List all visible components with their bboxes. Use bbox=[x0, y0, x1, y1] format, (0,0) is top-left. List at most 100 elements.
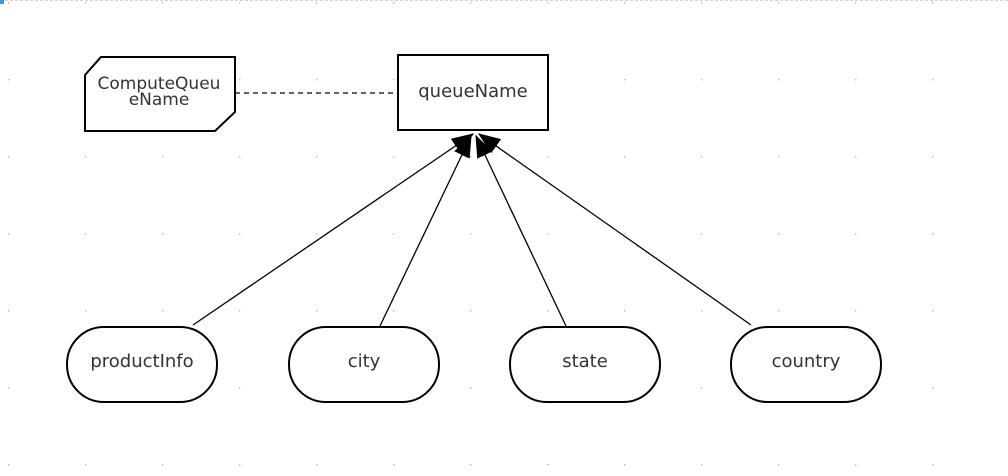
grid-dot bbox=[85, 156, 87, 158]
grid-dot bbox=[316, 233, 318, 235]
grid-dot bbox=[470, 387, 472, 389]
grid-dot bbox=[778, 464, 780, 466]
input-node-label: state bbox=[562, 351, 608, 372]
grid-dot bbox=[85, 310, 87, 312]
connector-city-to-queuename[interactable] bbox=[379, 136, 471, 327]
grid-dot bbox=[932, 2, 934, 4]
input-node-label: productInfo bbox=[90, 351, 193, 372]
grid-dot bbox=[393, 156, 395, 158]
grid-dot bbox=[393, 79, 395, 81]
grid-dot bbox=[778, 79, 780, 81]
grid-dot bbox=[932, 156, 934, 158]
target-node-label: queueName bbox=[418, 81, 528, 102]
grid-dot bbox=[547, 156, 549, 158]
grid-dot bbox=[932, 310, 934, 312]
grid-dot bbox=[316, 156, 318, 158]
input-node-label: country bbox=[772, 351, 841, 372]
input-node-productinfo[interactable]: productInfo bbox=[66, 326, 218, 403]
grid-dot bbox=[239, 79, 241, 81]
grid-dot bbox=[162, 310, 164, 312]
grid-dot bbox=[855, 2, 857, 4]
grid-dot bbox=[162, 464, 164, 466]
grid-dot bbox=[932, 79, 934, 81]
grid-dot bbox=[316, 79, 318, 81]
grid-dot bbox=[701, 79, 703, 81]
grid-dot bbox=[8, 79, 10, 81]
grid-dot bbox=[701, 233, 703, 235]
source-node-label-line1: ComputeQueu bbox=[98, 74, 221, 94]
grid-dot bbox=[932, 387, 934, 389]
grid-dot bbox=[624, 156, 626, 158]
grid-dot bbox=[393, 310, 395, 312]
connector-country-to-queuename[interactable] bbox=[479, 134, 752, 326]
grid-dot bbox=[701, 156, 703, 158]
grid-dot bbox=[393, 2, 395, 4]
grid-dot bbox=[778, 2, 780, 4]
grid-dot bbox=[470, 310, 472, 312]
grid-dot bbox=[855, 79, 857, 81]
grid-dot bbox=[8, 464, 10, 466]
grid-dot bbox=[8, 2, 10, 4]
input-node-city[interactable]: city bbox=[288, 326, 440, 403]
grid-dot bbox=[624, 464, 626, 466]
grid-dot bbox=[470, 464, 472, 466]
grid-dot bbox=[778, 310, 780, 312]
source-node-compute-queue-name[interactable]: ComputeQueu eName bbox=[84, 56, 236, 132]
grid-dot bbox=[701, 2, 703, 4]
input-node-country[interactable]: country bbox=[730, 326, 882, 403]
grid-dot bbox=[547, 233, 549, 235]
grid-dot bbox=[162, 156, 164, 158]
grid-dot bbox=[162, 233, 164, 235]
grid-dot bbox=[701, 387, 703, 389]
grid-dot bbox=[162, 2, 164, 4]
grid-dot bbox=[701, 464, 703, 466]
connector-productinfo-to-queuename[interactable] bbox=[192, 134, 473, 326]
input-node-label: city bbox=[348, 351, 381, 372]
grid-dot bbox=[624, 79, 626, 81]
grid-dot bbox=[624, 310, 626, 312]
grid-dot bbox=[393, 233, 395, 235]
connectors bbox=[192, 93, 752, 327]
grid-dot bbox=[778, 233, 780, 235]
target-node-queue-name[interactable]: queueName bbox=[397, 54, 549, 131]
grid-dot bbox=[470, 156, 472, 158]
grid-dot bbox=[932, 233, 934, 235]
grid-dot bbox=[855, 464, 857, 466]
grid-dot bbox=[855, 156, 857, 158]
grid-dot bbox=[316, 2, 318, 4]
canvas-corner-marker bbox=[0, 0, 4, 4]
connector-state-to-queuename[interactable] bbox=[476, 136, 567, 327]
grid-dot bbox=[85, 2, 87, 4]
grid-dot bbox=[855, 233, 857, 235]
grid-dot bbox=[239, 233, 241, 235]
grid-dot bbox=[547, 310, 549, 312]
grid-dot bbox=[932, 464, 934, 466]
grid-dot bbox=[316, 310, 318, 312]
grid-dot bbox=[85, 233, 87, 235]
grid-dot bbox=[547, 2, 549, 4]
source-node-label-line2: eName bbox=[129, 90, 190, 110]
grid-dot bbox=[8, 387, 10, 389]
grid-dot bbox=[393, 464, 395, 466]
grid-dot bbox=[239, 2, 241, 4]
grid-dot bbox=[239, 156, 241, 158]
grid-dot bbox=[85, 464, 87, 466]
grid-dot bbox=[239, 464, 241, 466]
grid-dot bbox=[778, 156, 780, 158]
grid-dot bbox=[624, 233, 626, 235]
grid-dot bbox=[624, 2, 626, 4]
grid-dot bbox=[8, 233, 10, 235]
input-node-state[interactable]: state bbox=[509, 326, 661, 403]
grid-dot bbox=[855, 310, 857, 312]
grid-dot bbox=[701, 310, 703, 312]
grid-dot bbox=[547, 464, 549, 466]
grid-dot bbox=[8, 156, 10, 158]
canvas-top-border bbox=[0, 0, 1008, 1]
grid-dot bbox=[8, 310, 10, 312]
grid-dot bbox=[470, 233, 472, 235]
grid-dot bbox=[316, 464, 318, 466]
grid-dot bbox=[239, 310, 241, 312]
grid-dot bbox=[239, 387, 241, 389]
grid-dot bbox=[470, 2, 472, 4]
